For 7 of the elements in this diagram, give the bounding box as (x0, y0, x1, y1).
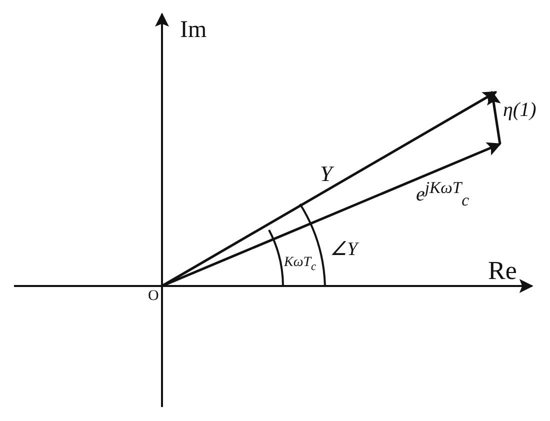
phasor-label: Y (320, 163, 332, 185)
phasor-label: η(1) (503, 100, 536, 120)
axis-label: Re (488, 258, 517, 284)
angle-label: ∠Y (330, 240, 358, 259)
origin-label: O (148, 289, 159, 304)
axis-label: Im (180, 18, 207, 42)
angle-label: KωT$_{c}$ (284, 256, 316, 272)
